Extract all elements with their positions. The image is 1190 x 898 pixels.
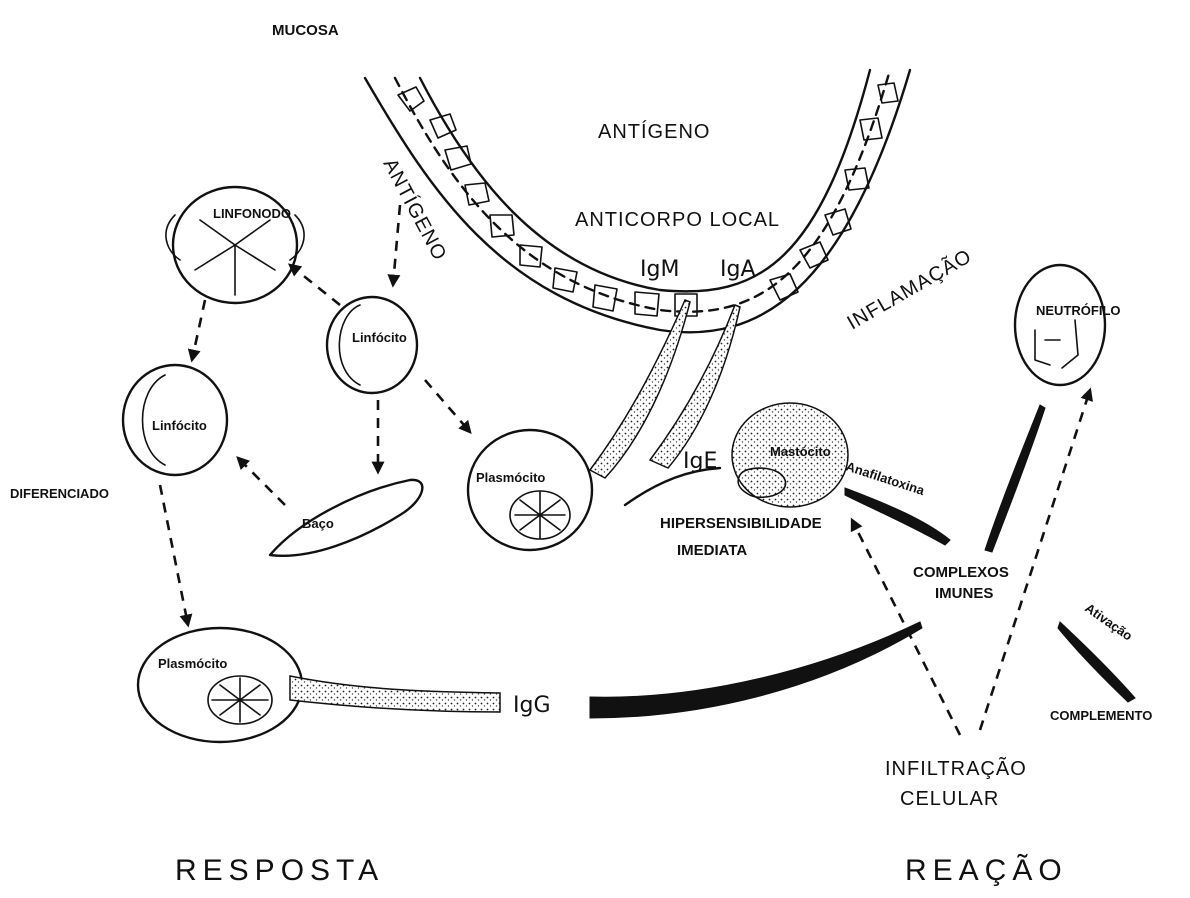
- label-linfocito-left: Linfócito: [152, 418, 207, 433]
- label-iga: IgA: [720, 257, 756, 282]
- label-complexos: COMPLEXOS: [913, 564, 1009, 581]
- label-antigeno-side: ANTÍGENO: [379, 155, 452, 265]
- label-ativacao: Ativação: [1082, 600, 1135, 643]
- label-hipersensibilidade: HIPERSENSIBILIDADE: [660, 515, 822, 532]
- mucosa-band: [365, 70, 910, 332]
- antibody-streaks: [290, 300, 1135, 718]
- label-mastocito: Mastócito: [770, 444, 831, 459]
- label-mucosa: MUCOSA: [272, 22, 339, 39]
- arrow-linfocito-plasmocito: [425, 380, 470, 432]
- label-ige: IgE: [683, 449, 717, 474]
- label-resposta: RESPOSTA: [175, 854, 384, 887]
- neutrofilo-cell: [1015, 265, 1105, 385]
- arrow-infiltracao-hiper: [852, 520, 960, 735]
- label-plasmocito-mid: Plasmócito: [476, 470, 545, 485]
- label-reacao: REAÇÃO: [905, 853, 1068, 887]
- arrow-linfocito-linfonodo: [290, 265, 340, 305]
- label-imediata: IMEDIATA: [677, 542, 747, 559]
- linfonodo-node: [166, 187, 304, 303]
- label-infiltracao: INFILTRAÇÃO: [885, 756, 1027, 780]
- label-linfonodo: LINFONODO: [213, 206, 291, 221]
- arrow-infiltracao-neutrofilo: [980, 390, 1090, 730]
- label-inflamacao: INFLAMAÇÃO: [843, 244, 976, 335]
- baco-organ: [270, 480, 422, 556]
- label-anticorpo-local: ANTICORPO LOCAL: [575, 209, 780, 231]
- plasmocito-mid-cell: [468, 430, 592, 550]
- arrow-linfocito-plasmocito-low: [160, 485, 188, 625]
- label-neutrofilo: NEUTRÓFILO: [1036, 303, 1121, 318]
- arrow-linfonodo-linfocito: [192, 300, 205, 360]
- arrow-baco-linfocito: [238, 458, 285, 505]
- flow-arrows: [160, 205, 1090, 735]
- label-diferenciado: DIFERENCIADO: [10, 486, 109, 501]
- label-celular: CELULAR: [900, 788, 999, 810]
- linfocito-top-cell: [327, 297, 417, 393]
- label-antigeno-top: ANTÍGENO: [598, 120, 710, 143]
- label-igg: IgG: [513, 693, 551, 718]
- label-baco: Baço: [302, 516, 334, 531]
- label-imunes: IMUNES: [935, 585, 993, 602]
- arrow-antigen-linfocito: [393, 205, 400, 285]
- plasmocito-low-cell: [138, 628, 302, 742]
- label-linfocito-top: Linfócito: [352, 330, 407, 345]
- label-plasmocito-low: Plasmócito: [158, 656, 227, 671]
- label-igm: IgM: [640, 257, 679, 282]
- label-complemento: COMPLEMENTO: [1050, 708, 1152, 723]
